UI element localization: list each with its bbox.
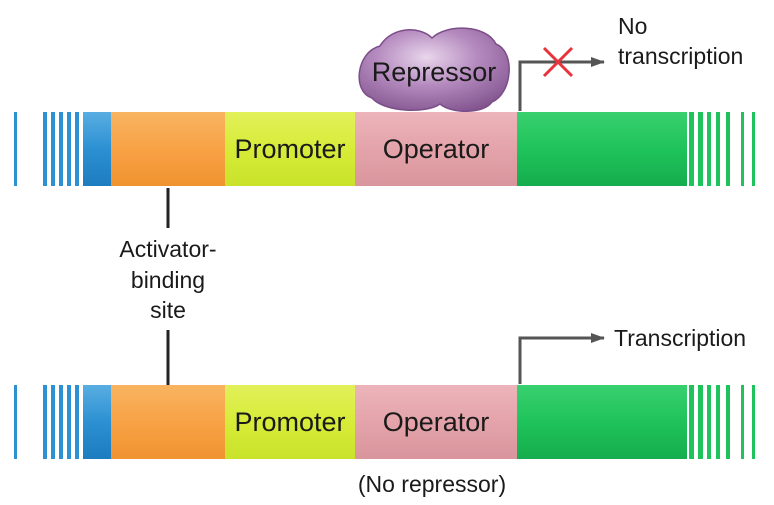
- top-operator-label: Operator: [383, 134, 490, 164]
- bottom-left-stripes: [14, 385, 111, 459]
- top-gene-strand: Promoter Operator: [14, 112, 755, 186]
- top-gene-region: [517, 112, 687, 186]
- transcription-arrow: Transcription: [518, 325, 746, 384]
- no-repressor-caption: (No repressor): [358, 471, 506, 497]
- top-left-stripes: [14, 112, 111, 186]
- repressor-protein: Repressor: [358, 27, 510, 112]
- bottom-right-stripes: [689, 385, 755, 459]
- bottom-operator-region: [355, 385, 517, 459]
- bottom-operator-label: Operator: [383, 407, 490, 437]
- top-promoter-label: Promoter: [234, 134, 345, 164]
- blocked-transcription-arrow: No transcription: [518, 13, 743, 111]
- bottom-promoter-label: Promoter: [234, 407, 345, 437]
- top-right-stripes: [689, 112, 755, 186]
- bottom-gene-region: [517, 385, 687, 459]
- transcription-label: Transcription: [614, 325, 746, 351]
- no-transcription-label-line1: No: [618, 13, 647, 39]
- activator-binding-site-label: Activator- binding site: [119, 236, 216, 323]
- bottom-promoter-region: [225, 385, 355, 459]
- activator-label-line3: site: [150, 297, 186, 323]
- top-operator-region: [355, 112, 517, 186]
- top-activator-region: [111, 112, 225, 186]
- bottom-gene-strand: Promoter Operator: [14, 385, 755, 459]
- blocked-x-icon: [542, 46, 574, 78]
- no-transcription-label-line2: transcription: [618, 43, 743, 69]
- bottom-activator-region: [111, 385, 225, 459]
- repressor-label: Repressor: [372, 57, 497, 87]
- activator-label-line2: binding: [131, 267, 205, 293]
- activator-label-line1: Activator-: [119, 236, 216, 262]
- top-promoter-region: [225, 112, 355, 186]
